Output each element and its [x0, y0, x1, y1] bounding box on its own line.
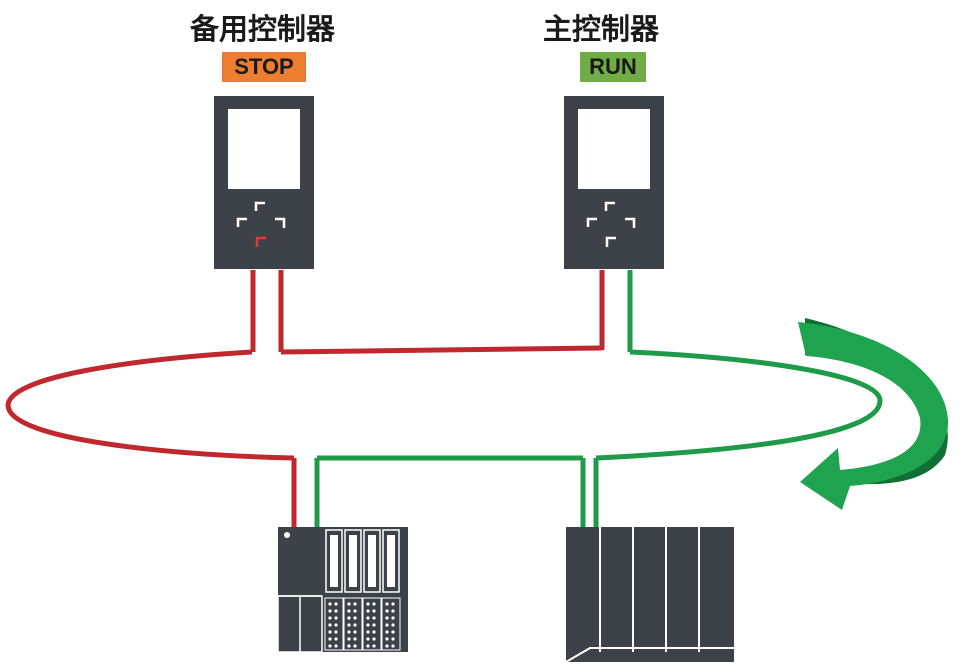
- drop-lines: [250, 270, 633, 530]
- terminal-blocks: [324, 597, 401, 651]
- switchover-arrow-icon: [798, 318, 949, 510]
- backup-controller-display: [228, 109, 300, 189]
- red-ring-left-arc: [5, 349, 295, 461]
- io-modules: [325, 529, 400, 593]
- primary-status-badge: RUN: [580, 52, 646, 82]
- primary-controller-title: 主控制器: [543, 12, 660, 46]
- rack-base: [565, 647, 734, 663]
- backup-controller-port-icon: [236, 201, 286, 247]
- backup-controller-title: 备用控制器: [190, 12, 336, 46]
- primary-controller-display: [578, 109, 650, 189]
- backup-controller: [214, 96, 314, 269]
- status-led: [284, 532, 290, 538]
- io-station-right: [565, 527, 734, 663]
- io-station-left: [277, 527, 408, 653]
- backup-status-badge: STOP: [222, 52, 306, 82]
- ring-network: [5, 345, 883, 461]
- green-ring-right-arc: [595, 349, 883, 461]
- primary-controller: [564, 96, 664, 269]
- red-ring-top-link: [280, 345, 603, 355]
- primary-controller-port-icon: [586, 201, 636, 247]
